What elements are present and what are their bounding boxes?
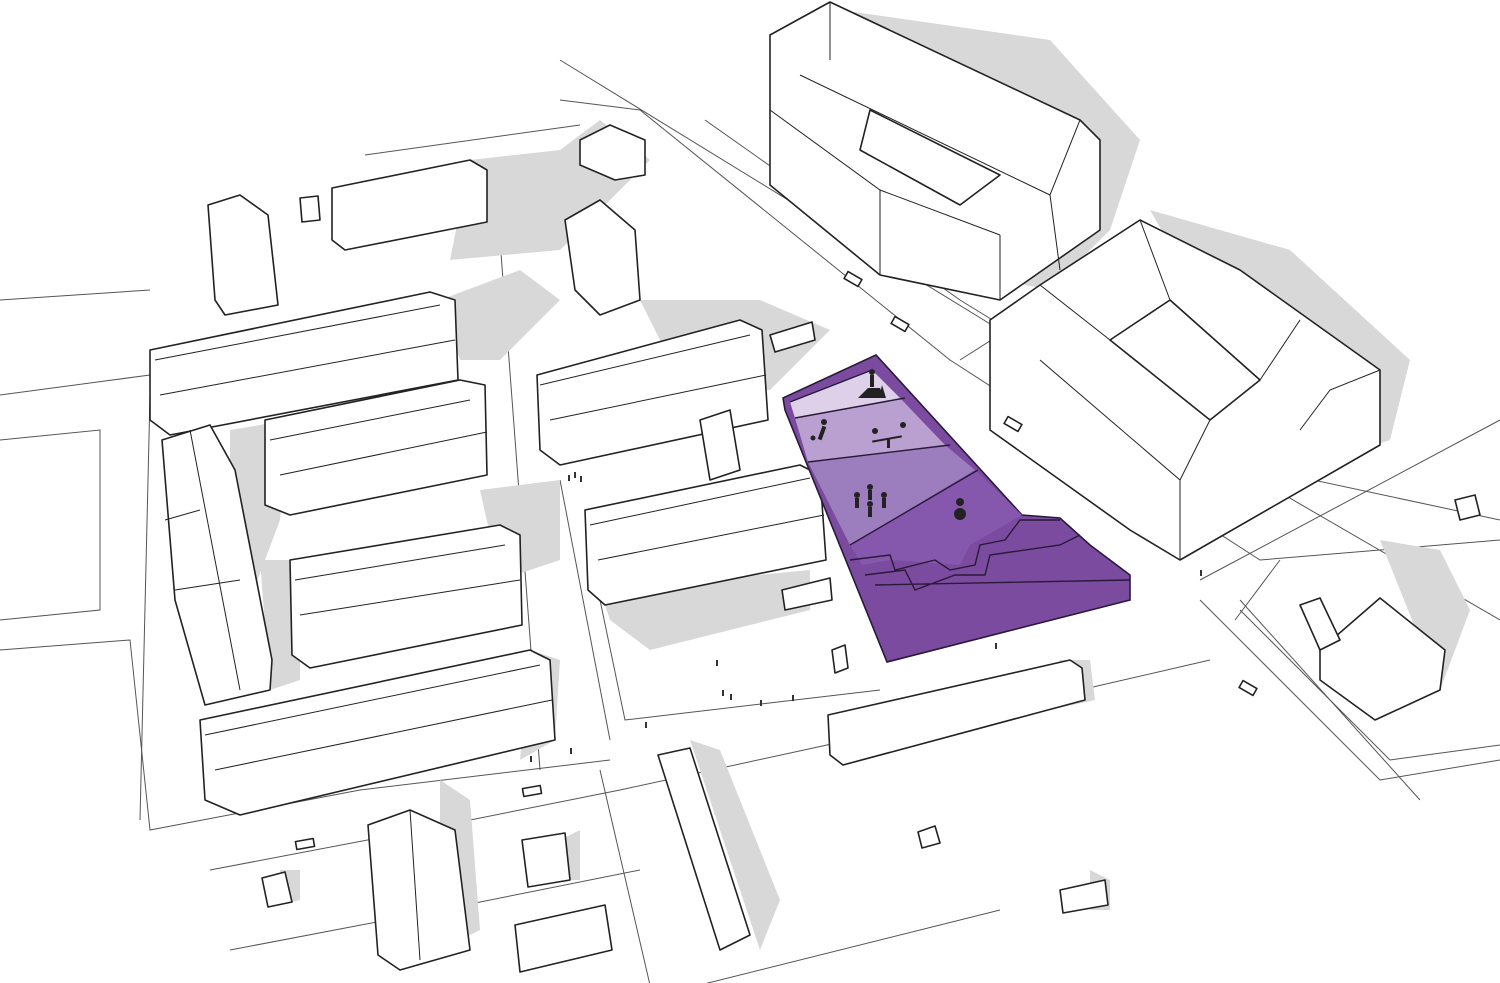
buildings	[149, 1, 1481, 973]
long-bar-south	[827, 659, 1086, 766]
long-bar-vertical	[657, 747, 751, 951]
pedestrian	[574, 472, 576, 478]
roof-lines	[204, 664, 553, 771]
pedestrian	[792, 695, 794, 701]
ball-play-seesaw-icon	[810, 419, 906, 448]
car	[890, 315, 910, 333]
roof-lines	[154, 304, 456, 396]
pedestrian	[580, 476, 582, 482]
house-gabled-center	[564, 199, 641, 316]
slab-west-3	[289, 524, 523, 669]
box-south-west	[261, 871, 293, 908]
roof-lines	[769, 2, 1081, 300]
pedestrian	[530, 756, 532, 762]
slab-west-vertical	[161, 424, 273, 706]
kiosk-plaza	[831, 644, 849, 674]
shadow	[1380, 540, 1470, 690]
roof-lines	[539, 334, 767, 421]
pedestrian	[645, 722, 647, 728]
pedestrian	[1200, 570, 1202, 576]
house-small-north	[579, 124, 646, 181]
slab-center-2	[584, 464, 827, 606]
road-avenue-south	[559, 99, 1500, 561]
highlight-playground-building	[782, 354, 1131, 663]
house-east-annex	[1299, 597, 1341, 651]
shed-north	[299, 195, 321, 223]
perimeter-block-courtyard-north	[859, 109, 1001, 206]
car	[843, 270, 863, 288]
zone-4	[850, 470, 1022, 565]
small-bar-north	[769, 321, 816, 353]
baby-icon	[954, 498, 966, 520]
box-south-east	[1059, 879, 1109, 914]
roof-lines	[409, 809, 421, 961]
roof-lines	[589, 477, 825, 561]
pedestrian	[716, 660, 718, 666]
road-west-horizontal	[0, 374, 611, 831]
box-south-2	[514, 904, 613, 973]
small-bar-plaza	[781, 577, 833, 611]
pedestrian	[730, 694, 732, 700]
roof-lines	[294, 544, 521, 616]
roof-lines	[269, 399, 488, 476]
box-kiosk-south	[917, 825, 941, 849]
terrace-steps	[849, 519, 1131, 591]
slab-north-long	[331, 159, 488, 251]
zone-2	[795, 398, 945, 462]
car	[1003, 415, 1023, 433]
box-far-east	[1454, 494, 1481, 521]
connector-block	[699, 409, 741, 481]
car	[521, 784, 543, 798]
pedestrian	[760, 700, 762, 706]
shadow	[440, 270, 560, 360]
house-tall-west	[207, 194, 279, 316]
house-east	[1319, 597, 1446, 721]
road-north-west	[0, 124, 581, 821]
roof-lines	[1039, 219, 1381, 560]
children-circle-icon	[854, 484, 887, 517]
slab-west-4	[199, 649, 556, 816]
car	[294, 837, 316, 851]
pedestrian	[568, 475, 570, 481]
pedestrian	[722, 690, 724, 696]
box-south-1	[521, 832, 571, 888]
roof-lines	[164, 429, 241, 691]
pedestrian	[570, 748, 572, 754]
cars	[294, 270, 1258, 851]
lookout-hill-icon	[858, 369, 886, 398]
slab-west-2	[264, 379, 488, 516]
zone-dividers	[789, 369, 979, 546]
shadow	[690, 740, 780, 950]
pedestrians	[530, 472, 1202, 762]
zone-3	[808, 445, 975, 545]
road-network	[0, 59, 1500, 983]
car	[1238, 679, 1258, 697]
road-east-block	[1234, 559, 1500, 761]
pedestrian	[995, 643, 997, 649]
